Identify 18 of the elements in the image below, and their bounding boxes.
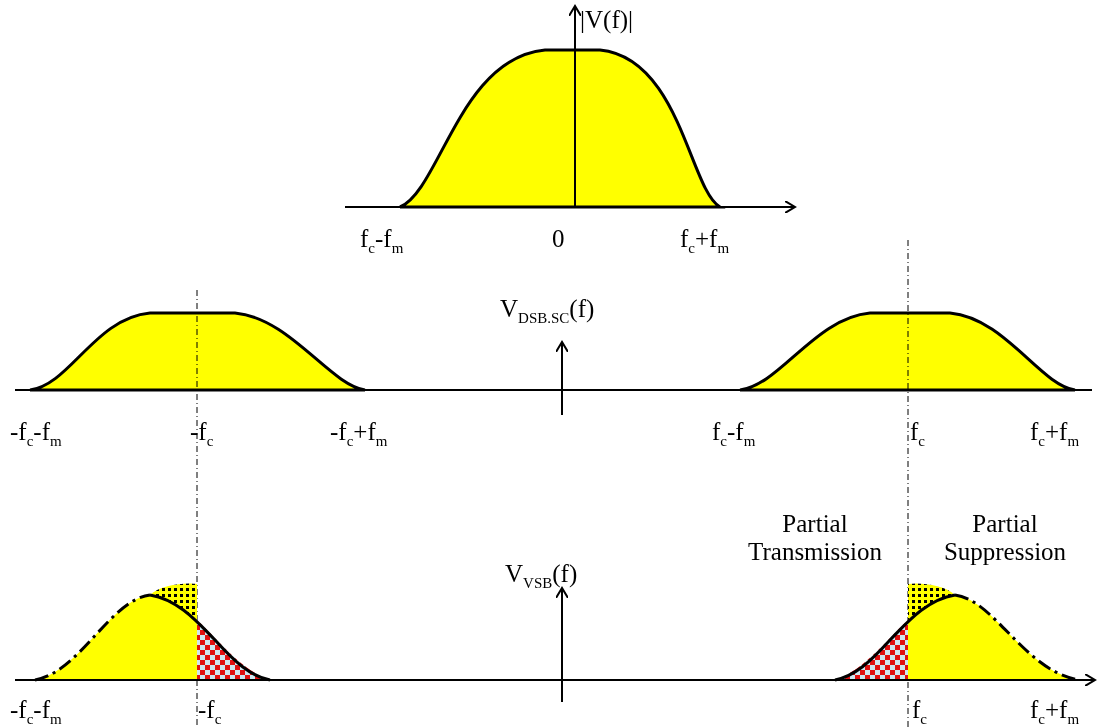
frequency-label: f$_{c}$+f$_{m}$: [1030, 418, 1080, 451]
axis-label: |V(f)|: [580, 6, 634, 34]
frequency-label: f$_{c}$-f$_{m}$: [712, 418, 756, 451]
frequency-label: f$_{c}$+f$_{m}$: [1030, 696, 1080, 728]
frequency-label: -f$_{c}$-f$_{m}$: [10, 696, 62, 728]
frequency-label: -f$_{c}$: [198, 696, 222, 728]
frequency-label: f$_{c}$: [910, 418, 925, 451]
annotation-text: Partial Transmission: [747, 510, 883, 566]
frequency-label: -f$_{c}$+f$_{m}$: [330, 418, 388, 451]
frequency-label: -f$_{c}$-f$_{m}$: [10, 418, 62, 451]
axis-label: V$_{DSB.SC}$(f): [500, 295, 595, 328]
frequency-label: f$_{c}$: [912, 696, 927, 728]
frequency-label: f$_{c}$+f$_{m}$: [680, 225, 730, 258]
frequency-label: f$_{c}$-f$_{m}$: [360, 225, 404, 258]
frequency-label: 0: [552, 225, 565, 253]
annotation-text: Partial Suppression: [942, 510, 1068, 566]
axis-label: V$_{VSB}$(f): [505, 560, 578, 593]
frequency-label: -f$_{c}$: [190, 418, 214, 451]
